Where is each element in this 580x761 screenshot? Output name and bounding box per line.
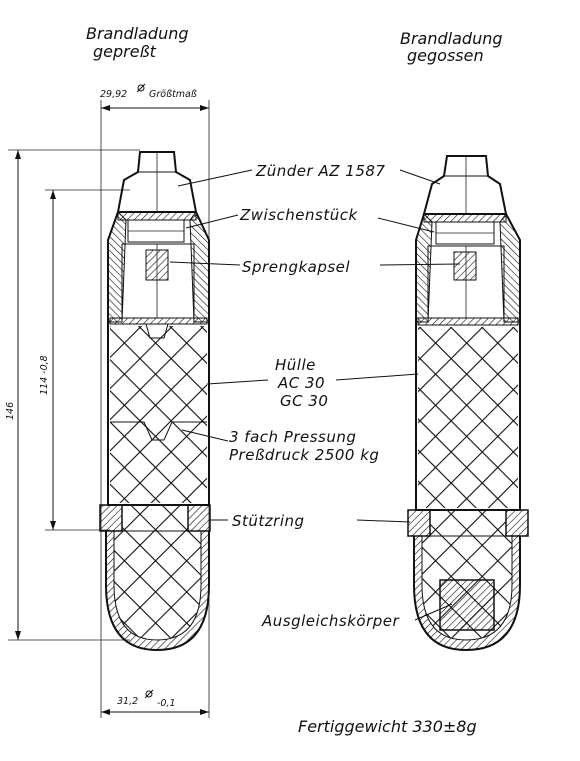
label-stuetzring: Stützring — [232, 512, 305, 530]
bottom-width-value: 31,2 — [117, 696, 138, 707]
right-title-line1: Brandladung — [400, 29, 503, 48]
left-title-line2: gepreßt — [93, 42, 157, 61]
diameter-symbol — [136, 83, 146, 93]
overall-length-value: 146 — [5, 402, 16, 420]
label-zuender: Zünder AZ 1587 — [255, 162, 385, 180]
top-width-suffix: Größtmaß — [149, 89, 197, 100]
label-ausgleichskoerper: Ausgleichskörper — [261, 612, 400, 630]
label-huelle-1: Hülle — [275, 356, 316, 374]
diameter-symbol — [144, 689, 154, 699]
label-huelle-2: AC 30 — [277, 374, 325, 392]
label-sprengkapsel: Sprengkapsel — [242, 258, 350, 276]
label-pressung-1: 3 fach Pressung — [229, 428, 356, 446]
body-length-value: 114 -0,8 — [39, 355, 50, 395]
label-zwischenstueck: Zwischenstück — [239, 206, 358, 224]
leader-lines — [169, 169, 461, 621]
bottom-width-tolerance: -0,1 — [157, 698, 176, 709]
left-title-line1: Brandladung — [86, 24, 189, 43]
footer-weight: Fertiggewicht 330±8g — [298, 717, 477, 736]
top-width-value: 29,92 — [100, 89, 127, 100]
right-title-line2: gegossen — [407, 46, 484, 65]
right-shell-drawing — [407, 155, 529, 652]
label-huelle-3: GC 30 — [280, 392, 328, 410]
left-shell-drawing — [99, 151, 211, 652]
label-pressung-2: Preßdruck 2500 kg — [229, 446, 379, 464]
